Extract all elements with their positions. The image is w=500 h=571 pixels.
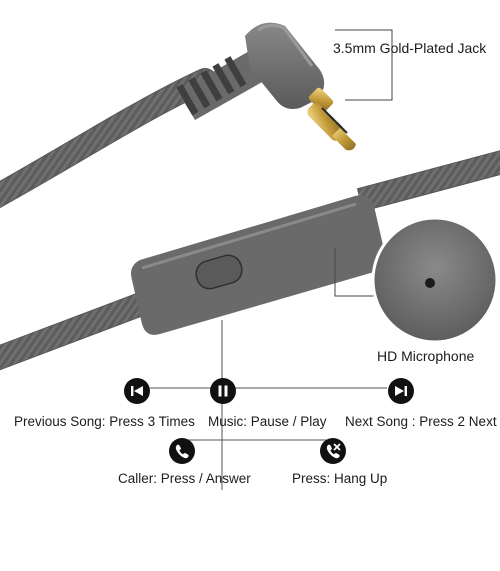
pause-play-label: Music: Pause / Play — [208, 414, 327, 429]
pause-icon — [210, 378, 236, 404]
gold-jack — [307, 87, 356, 151]
main-cable — [0, 150, 500, 371]
previous-song-label: Previous Song: Press 3 Times — [14, 414, 195, 429]
next-track-icon — [388, 378, 414, 404]
mic-callout-line — [334, 248, 375, 297]
next-song-label: Next Song : Press 2 Next — [345, 414, 497, 429]
caller-answer-label: Caller: Press / Answer — [118, 471, 251, 486]
phone-answer-icon — [169, 438, 195, 464]
microphone-zoom — [371, 216, 499, 344]
jack-callout-line — [335, 29, 393, 101]
hang-up-label: Press: Hang Up — [292, 471, 388, 486]
jack-label: 3.5mm Gold-Plated Jack — [333, 40, 487, 56]
previous-track-icon — [124, 378, 150, 404]
plug-body — [245, 22, 325, 110]
phone-hangup-icon — [320, 438, 346, 464]
inline-remote — [131, 195, 386, 335]
microphone-label: HD Microphone — [377, 348, 475, 364]
